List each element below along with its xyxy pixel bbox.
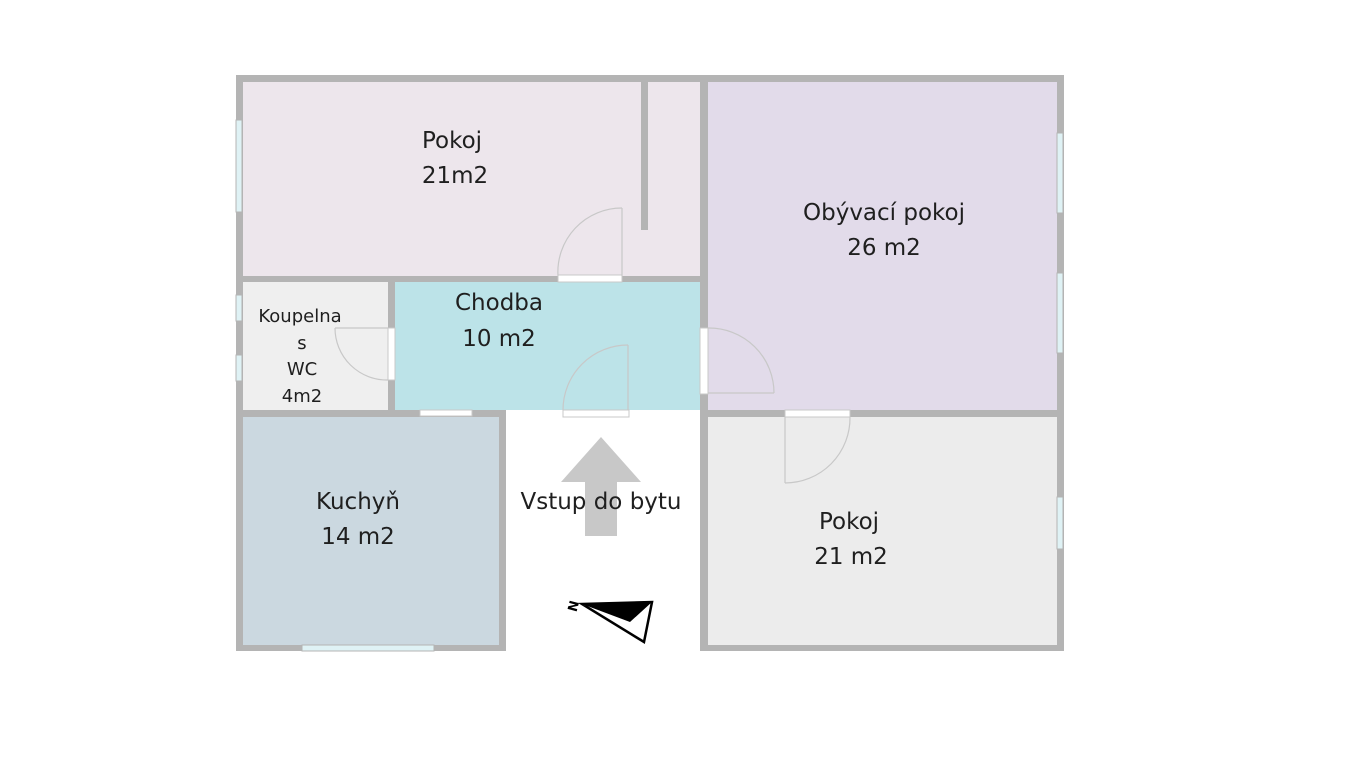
windows bbox=[235, 119, 1064, 652]
room-koupelna bbox=[242, 282, 390, 412]
room-area-obyvaci: 26 m2 bbox=[847, 235, 921, 261]
entrance-arrow-icon bbox=[561, 437, 641, 536]
compass-icon: N bbox=[566, 599, 654, 645]
room-label-kuchyn: Kuchyň bbox=[316, 489, 400, 515]
compass-letter: N bbox=[566, 599, 583, 613]
room-area-chodba: 10 m2 bbox=[462, 326, 536, 352]
room-label-koupelna-3: WC bbox=[287, 359, 317, 380]
room-chodba bbox=[395, 282, 703, 410]
room-label-koupelna-1: Koupelna bbox=[258, 306, 341, 327]
room-area-pokoj-bottom: 21 m2 bbox=[814, 544, 888, 570]
room-label-chodba: Chodba bbox=[455, 290, 543, 316]
room-label-obyvaci: Obývací pokoj bbox=[803, 200, 965, 226]
room-area-koupelna: 4m2 bbox=[282, 386, 322, 407]
door-openings bbox=[387, 274, 851, 418]
room-label-koupelna-2: s bbox=[297, 333, 306, 354]
room-label-pokoj-bottom: Pokoj bbox=[819, 509, 879, 535]
room-label-pokoj-top: Pokoj bbox=[422, 128, 482, 154]
room-area-pokoj-top: 21m2 bbox=[422, 163, 488, 189]
room-area-kuchyn: 14 m2 bbox=[321, 524, 395, 550]
room-pokoj-top bbox=[242, 82, 704, 277]
room-obyvaci-pokoj bbox=[708, 82, 1060, 412]
door-swings bbox=[334, 207, 851, 484]
entrance-label: Vstup do bytu bbox=[520, 489, 681, 515]
room-pokoj-bottom bbox=[708, 417, 1060, 645]
room-kuchyn bbox=[242, 417, 500, 645]
